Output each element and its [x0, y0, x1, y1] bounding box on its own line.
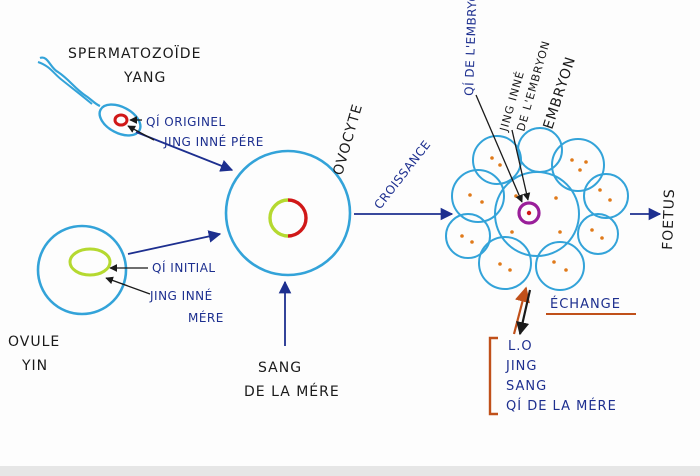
spermatozoid: [37, 56, 142, 137]
label-de-la-mere: DE LA MÉRE: [244, 383, 340, 400]
label-ovule: OVULE: [8, 334, 60, 350]
ovocyte-yin-half: [268, 198, 289, 238]
ovocyte-outline: [224, 149, 352, 277]
pointer-jing-pere: [127, 125, 155, 141]
embryo-center-dot: [526, 210, 532, 216]
sperm-head: [98, 103, 142, 137]
label-jing-inne: JING INNÉ: [149, 288, 213, 303]
arrow-ovule-to-ovocyte: [127, 230, 222, 255]
page-edge: [0, 466, 700, 476]
label-sang: SANG: [258, 360, 302, 376]
label-qi-original: QÍ ORIGINEL: [146, 114, 226, 129]
label-sperm: SPERMATOZOÏDE: [68, 44, 201, 62]
label-foetus: FOETUS: [660, 188, 678, 250]
exchange-bracket: [488, 336, 498, 416]
label-qi-initial: QÍ INITIAL: [152, 260, 216, 275]
pointer-qi-embryon: [475, 94, 523, 203]
label-jing: JING: [505, 359, 537, 374]
label-qi-de-la-mere: QÍ DE LA MÉRE: [506, 398, 617, 414]
label-echange: ÉCHANGE: [550, 296, 621, 312]
ovule-outline: [36, 224, 128, 316]
embryo-cluster: [445, 127, 629, 291]
label-sang-list: SANG: [506, 379, 547, 394]
label-croissance: CROISSANCE: [371, 138, 433, 212]
ovocyte: [224, 149, 352, 277]
ovule-nucleus: [68, 247, 112, 277]
embryo-dots: [460, 156, 612, 272]
label-jing-inne-pere: JING INNÉ PÉRE: [163, 134, 264, 149]
label-ovocyte: OVOCYTE: [330, 102, 366, 177]
label-lo: L.O: [508, 339, 533, 354]
pointer-jing-embryon: [511, 129, 531, 201]
label-embryon: EMBRYON: [541, 54, 580, 131]
ovocyte-yang-half: [287, 198, 308, 238]
exchange-arrows: [512, 286, 532, 336]
ovule: [36, 224, 128, 316]
pointer-jing-mere: [105, 276, 151, 295]
yang-qi-core: [113, 113, 129, 127]
embryo-core: [517, 201, 541, 225]
label-yin: YIN: [21, 358, 48, 374]
label-yang: YANG: [123, 70, 166, 86]
label-mere: MÉRE: [188, 310, 224, 325]
label-qi-embryon: QÍ DE L'EMBRYON: [461, 0, 480, 96]
